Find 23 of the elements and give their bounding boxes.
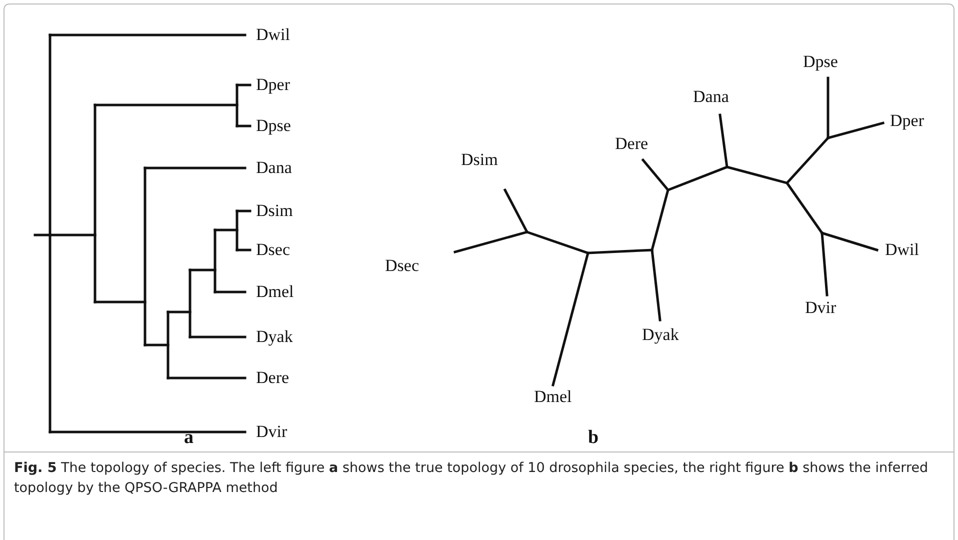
species-label: Dpse xyxy=(803,52,838,72)
panel-label: b xyxy=(588,428,599,448)
species-label: Dyak xyxy=(642,325,679,345)
species-label: Dwil xyxy=(885,240,919,260)
species-label: Dere xyxy=(615,134,648,154)
figure-caption: Fig. 5 The topology of species. The left figure a shows the true topology of 10 drosophila species, the right figure b shows the inferred topology by the QPSO-GRAPPA method xyxy=(14,459,930,498)
species-label: Dere xyxy=(256,368,290,388)
species-label: Dwil xyxy=(256,25,290,45)
species-label: Dpse xyxy=(256,116,291,136)
species-label: Dper xyxy=(890,111,924,131)
panel-label: a xyxy=(184,428,194,448)
species-label: Dsec xyxy=(385,256,419,276)
species-label: Dper xyxy=(256,75,290,95)
species-label: Dyak xyxy=(256,327,293,347)
species-label: Dsim xyxy=(461,150,498,170)
species-label: Dmel xyxy=(534,387,572,407)
species-label: Dana xyxy=(693,87,729,107)
species-label: Dsec xyxy=(256,240,290,260)
species-label: Dana xyxy=(256,158,292,178)
species-label: Dvir xyxy=(256,422,288,442)
species-label: Dvir xyxy=(805,298,836,318)
species-label: Dmel xyxy=(256,282,294,302)
species-label: Dsim xyxy=(256,201,293,221)
